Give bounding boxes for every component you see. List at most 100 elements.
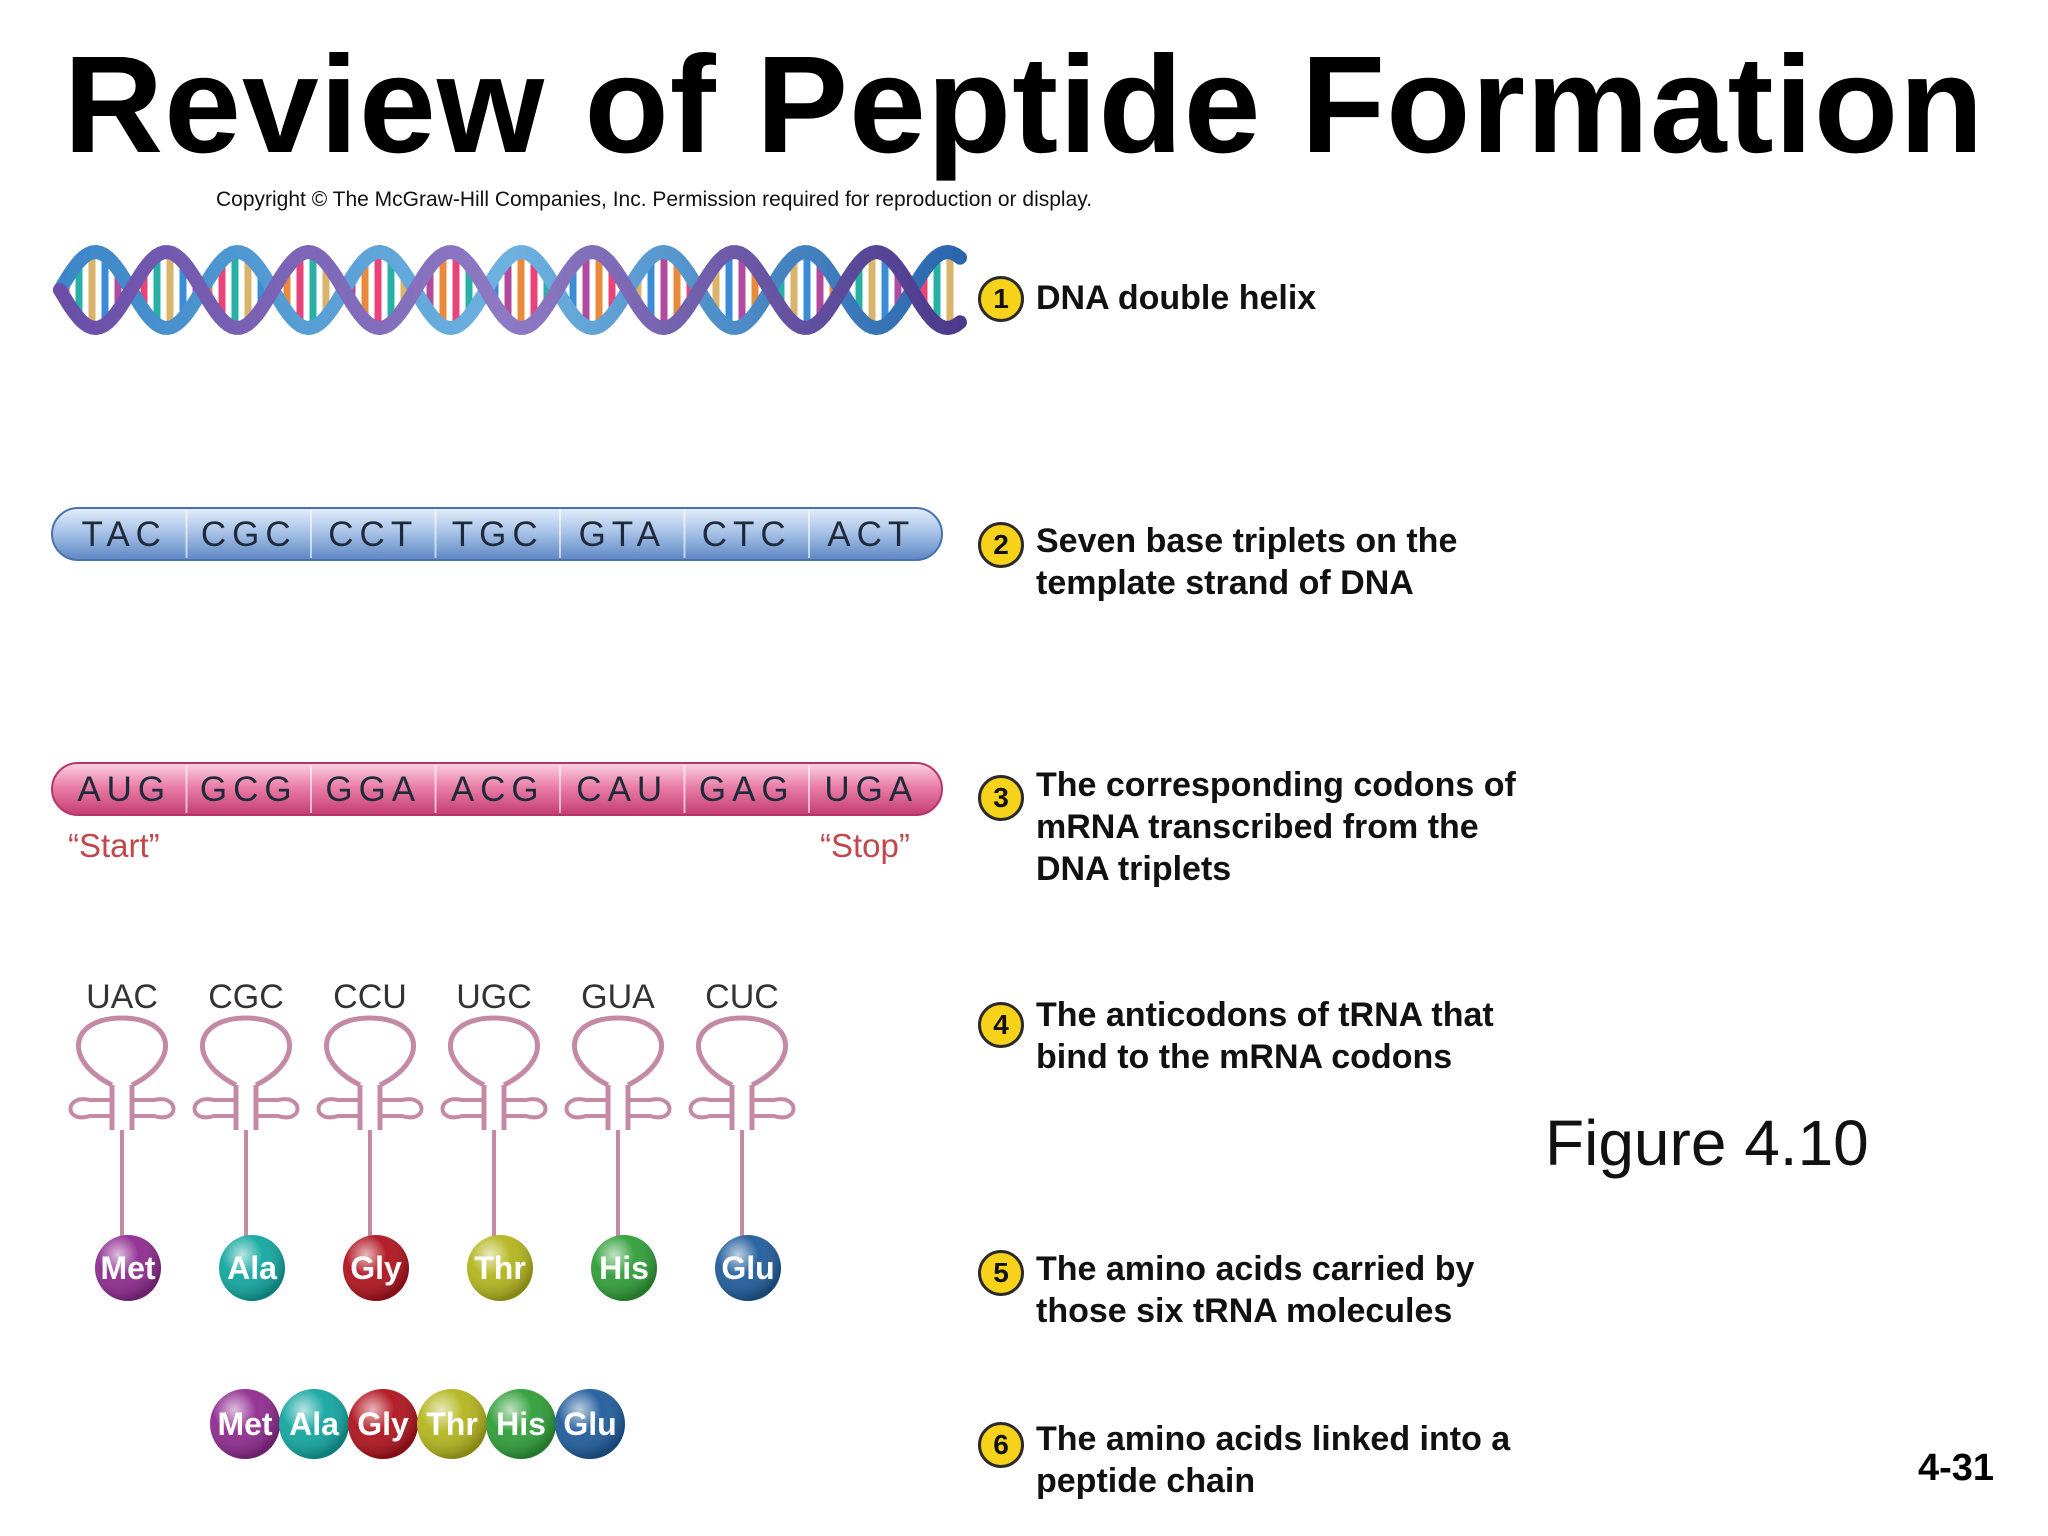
peptide-ball-shine [555,1389,625,1459]
trna-right-arm [628,1097,672,1120]
trna-left-arm [564,1097,608,1120]
peptide-ball-shine [417,1389,487,1459]
trna-right-arm [752,1097,796,1120]
amino-acid-ball-shine [715,1235,781,1301]
anticodon-label: UGC [456,978,532,1016]
mrna-codon-aug: AUG [77,770,171,809]
peptide-gly: Gly [357,1406,409,1442]
trna-right-arm [380,1097,424,1120]
anticodon-label: CUC [705,978,779,1016]
dna-template-strand: TAC CGC CCT TGC GTA CTC ACT [51,507,943,561]
dna-triplet-tac: TAC [82,515,167,554]
step-6-label: The amino acids linked into a peptide ch… [1036,1420,1511,1500]
anticodon-loop [75,1015,169,1088]
page-title: Review of Peptide Formation [63,28,1985,182]
peptide-his: His [496,1406,546,1442]
helix-strand-b [53,244,967,336]
amino-acid-met: Met [100,1250,155,1286]
step-1-label: DNA double helix [1036,279,1317,317]
peptide-met: Met [217,1406,272,1442]
peptide-ball-shine [348,1389,418,1459]
step-5-number: 5 [978,1250,1024,1296]
peptide-ball-shine [210,1389,280,1459]
trna-stem [729,1085,755,1130]
dna-triplet-act: ACT [827,515,915,554]
amino-acid-ball-shine [219,1235,285,1301]
mrna-codon-acg: ACG [451,770,545,809]
anticodon-loop [323,1015,417,1088]
step-5-label: The amino acids carried by those six tRN… [1036,1250,1475,1330]
trna-stem [109,1085,135,1130]
step-3-label: The corresponding codons of mRNA transcr… [1036,766,1516,888]
trna-cuc: CUC Glu [688,978,796,1301]
dna-triplet-gta: GTA [579,515,666,554]
dna-double-helix [53,244,967,336]
step-2-number: 2 [978,522,1024,568]
step-4-number: 4 [978,1002,1024,1048]
anticodon-label: CGC [208,978,284,1016]
trna-stem [481,1085,507,1130]
start-label: “Start” [68,827,160,864]
dna-triplet-cgc: CGC [201,515,297,554]
trna-stem [357,1085,383,1130]
mrna-codon-gag: GAG [699,770,795,809]
step-2-label: Seven base triplets on the template stra… [1036,522,1458,602]
trna-right-arm [504,1097,548,1120]
peptide-thr: Thr [426,1406,478,1442]
step-3-number: 3 [978,775,1024,821]
amino-acid-ball-shine [467,1235,533,1301]
trna-left-arm [440,1097,484,1120]
amino-acid-glu: Glu [721,1250,774,1286]
peptide-glu: Glu [563,1406,616,1442]
trna-molecules: UAC Met CGC Ala CCU Gly UGC Thr GUA His CUC Glu [68,978,796,1301]
trna-ugc: UGC Thr [440,978,548,1301]
anticodon-label: GUA [581,978,655,1016]
trna-left-arm [688,1097,732,1120]
mrna-codon-cau: CAU [576,770,668,809]
anticodon-loop [695,1015,789,1088]
trna-left-arm [68,1097,112,1120]
step-6-number: 6 [978,1422,1024,1468]
peptide-ball-shine [279,1389,349,1459]
step-4-label: The anticodons of tRNA that bind to the … [1036,996,1494,1076]
anticodon-loop [199,1015,293,1088]
trna-stem [605,1085,631,1130]
helix-strand-a [53,244,967,336]
peptide-ball-shine [486,1389,556,1459]
anticodon-label: CCU [333,978,407,1016]
slide-number: 4-31 [1918,1447,1995,1489]
trna-ccu: CCU Gly [316,978,424,1301]
amino-acid-thr: Thr [474,1250,526,1286]
anticodon-label: UAC [86,978,158,1016]
amino-acid-ball-shine [343,1235,409,1301]
trna-left-arm [192,1097,236,1120]
amino-acid-ala: Ala [227,1250,277,1286]
amino-acid-ball-shine [95,1235,161,1301]
amino-acid-his: His [599,1250,649,1286]
mrna-codon-uga: UGA [824,770,918,809]
trna-right-arm [132,1097,176,1120]
trna-uac: UAC Met [68,978,176,1301]
amino-acid-ball-shine [591,1235,657,1301]
trna-cgc: CGC Ala [192,978,300,1301]
anticodon-loop [447,1015,541,1088]
dna-triplet-ctc: CTC [702,515,792,554]
amino-acid-gly: Gly [350,1250,402,1286]
dna-triplet-tgc: TGC [452,515,544,554]
trna-left-arm [316,1097,360,1120]
dna-triplet-cct: CCT [328,515,418,554]
anticodon-loop [571,1015,665,1088]
copyright-notice: Copyright © The McGraw-Hill Companies, I… [216,188,1093,211]
trna-stem [233,1085,259,1130]
peptide-chain: Met Ala Gly Thr His Glu [210,1389,625,1459]
trna-gua: GUA His [564,978,672,1301]
mrna-strand: AUG GCG GGA ACG CAU GAG UGA “Start” “Stop” [51,762,943,864]
trna-right-arm [256,1097,300,1120]
mrna-codon-gga: GGA [325,770,421,809]
step-1-number: 1 [978,276,1024,322]
figure-reference: Figure 4.10 [1545,1107,1869,1179]
mrna-codon-gcg: GCG [200,770,298,809]
stop-label: “Stop” [820,827,910,864]
peptide-ala: Ala [289,1406,339,1442]
